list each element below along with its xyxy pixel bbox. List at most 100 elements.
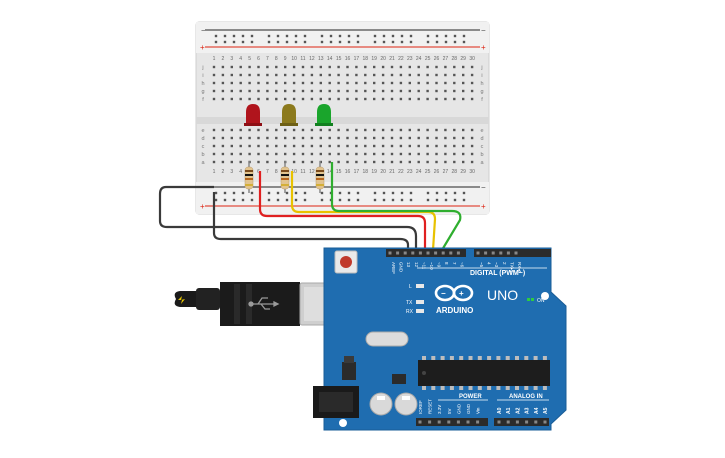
rail-hole[interactable]: [435, 34, 439, 38]
terminal-hole[interactable]: [239, 81, 242, 85]
rail-hole[interactable]: [232, 191, 236, 195]
terminal-hole[interactable]: [275, 89, 278, 93]
rail-hole[interactable]: [453, 34, 457, 38]
terminal-hole[interactable]: [444, 144, 447, 148]
terminal-hole[interactable]: [337, 160, 340, 164]
rail-hole[interactable]: [303, 191, 307, 195]
terminal-hole[interactable]: [453, 152, 456, 156]
terminal-hole[interactable]: [399, 152, 403, 156]
terminal-hole[interactable]: [408, 136, 411, 140]
terminal-hole[interactable]: [221, 152, 225, 156]
wires[interactable]: [158, 162, 462, 251]
terminal-hole[interactable]: [408, 73, 411, 77]
power-header[interactable]: [416, 418, 488, 426]
rail-hole[interactable]: [223, 198, 227, 202]
terminal-hole[interactable]: [435, 73, 438, 77]
red-led[interactable]: [244, 104, 262, 126]
rail-hole[interactable]: [303, 40, 307, 44]
rail-hole[interactable]: [232, 198, 236, 202]
terminal-hole[interactable]: [292, 81, 296, 85]
rail-hole[interactable]: [250, 191, 254, 195]
yellow-led[interactable]: [280, 104, 298, 126]
rail-hole[interactable]: [462, 191, 466, 195]
terminal-hole[interactable]: [435, 89, 438, 93]
terminal-hole[interactable]: [275, 73, 278, 77]
rail-hole[interactable]: [232, 34, 236, 38]
terminal-hole[interactable]: [328, 136, 331, 140]
terminal-hole[interactable]: [284, 65, 287, 69]
analog-pin[interactable]: [525, 420, 529, 424]
rail-hole[interactable]: [426, 191, 430, 195]
rail-hole[interactable]: [347, 191, 351, 195]
terminal-hole[interactable]: [266, 81, 269, 85]
terminal-hole[interactable]: [266, 160, 269, 164]
rail-hole[interactable]: [426, 198, 430, 202]
terminal-hole[interactable]: [390, 128, 394, 132]
terminal-hole[interactable]: [230, 89, 233, 93]
digital-pin[interactable]: [411, 251, 415, 255]
rail-hole[interactable]: [267, 40, 271, 44]
terminal-hole[interactable]: [301, 144, 305, 148]
rail-hole[interactable]: [453, 198, 457, 202]
digital-pin[interactable]: [418, 251, 422, 255]
terminal-hole[interactable]: [310, 160, 314, 164]
rail-hole[interactable]: [409, 40, 413, 44]
terminal-hole[interactable]: [355, 65, 358, 69]
terminal-hole[interactable]: [462, 160, 465, 164]
terminal-hole[interactable]: [328, 89, 331, 93]
terminal-hole[interactable]: [301, 160, 305, 164]
terminal-hole[interactable]: [462, 97, 465, 101]
terminal-hole[interactable]: [275, 81, 278, 85]
terminal-hole[interactable]: [212, 65, 216, 69]
rail-hole[interactable]: [338, 198, 342, 202]
green-led[interactable]: [315, 104, 333, 126]
terminal-hole[interactable]: [266, 128, 269, 132]
terminal-hole[interactable]: [301, 89, 305, 93]
terminal-hole[interactable]: [355, 97, 358, 101]
terminal-hole[interactable]: [390, 89, 394, 93]
terminal-hole[interactable]: [257, 160, 260, 164]
rail-hole[interactable]: [435, 40, 439, 44]
terminal-hole[interactable]: [301, 73, 305, 77]
rail-hole[interactable]: [391, 198, 395, 202]
terminal-hole[interactable]: [346, 128, 349, 132]
rail-hole[interactable]: [444, 34, 448, 38]
terminal-hole[interactable]: [319, 81, 322, 85]
terminal-hole[interactable]: [426, 81, 429, 85]
rail-hole[interactable]: [356, 34, 360, 38]
rail-hole[interactable]: [214, 40, 218, 44]
terminal-hole[interactable]: [346, 81, 349, 85]
terminal-hole[interactable]: [444, 73, 447, 77]
terminal-hole[interactable]: [470, 89, 474, 93]
terminal-hole[interactable]: [435, 136, 438, 140]
power-pin[interactable]: [476, 420, 480, 424]
digital-header-right[interactable]: [474, 249, 551, 257]
terminal-hole[interactable]: [373, 136, 376, 140]
terminal-hole[interactable]: [239, 65, 242, 69]
rail-hole[interactable]: [347, 198, 351, 202]
terminal-hole[interactable]: [364, 144, 367, 148]
terminal-hole[interactable]: [292, 89, 296, 93]
terminal-hole[interactable]: [275, 128, 278, 132]
terminal-hole[interactable]: [257, 73, 260, 77]
rail-hole[interactable]: [426, 40, 430, 44]
rail-hole[interactable]: [214, 191, 218, 195]
rail-hole[interactable]: [382, 34, 386, 38]
terminal-hole[interactable]: [390, 73, 394, 77]
terminal-hole[interactable]: [444, 160, 447, 164]
rail-hole[interactable]: [214, 34, 218, 38]
terminal-hole[interactable]: [292, 97, 296, 101]
terminal-hole[interactable]: [346, 97, 349, 101]
terminal-hole[interactable]: [417, 97, 420, 101]
terminal-hole[interactable]: [346, 144, 349, 148]
rail-hole[interactable]: [400, 191, 404, 195]
terminal-hole[interactable]: [390, 144, 394, 148]
rail-hole[interactable]: [338, 40, 342, 44]
terminal-hole[interactable]: [453, 65, 456, 69]
rail-hole[interactable]: [382, 40, 386, 44]
terminal-hole[interactable]: [399, 97, 403, 101]
terminal-hole[interactable]: [373, 160, 376, 164]
terminal-hole[interactable]: [310, 81, 314, 85]
rail-hole[interactable]: [294, 198, 298, 202]
terminal-hole[interactable]: [364, 89, 367, 93]
